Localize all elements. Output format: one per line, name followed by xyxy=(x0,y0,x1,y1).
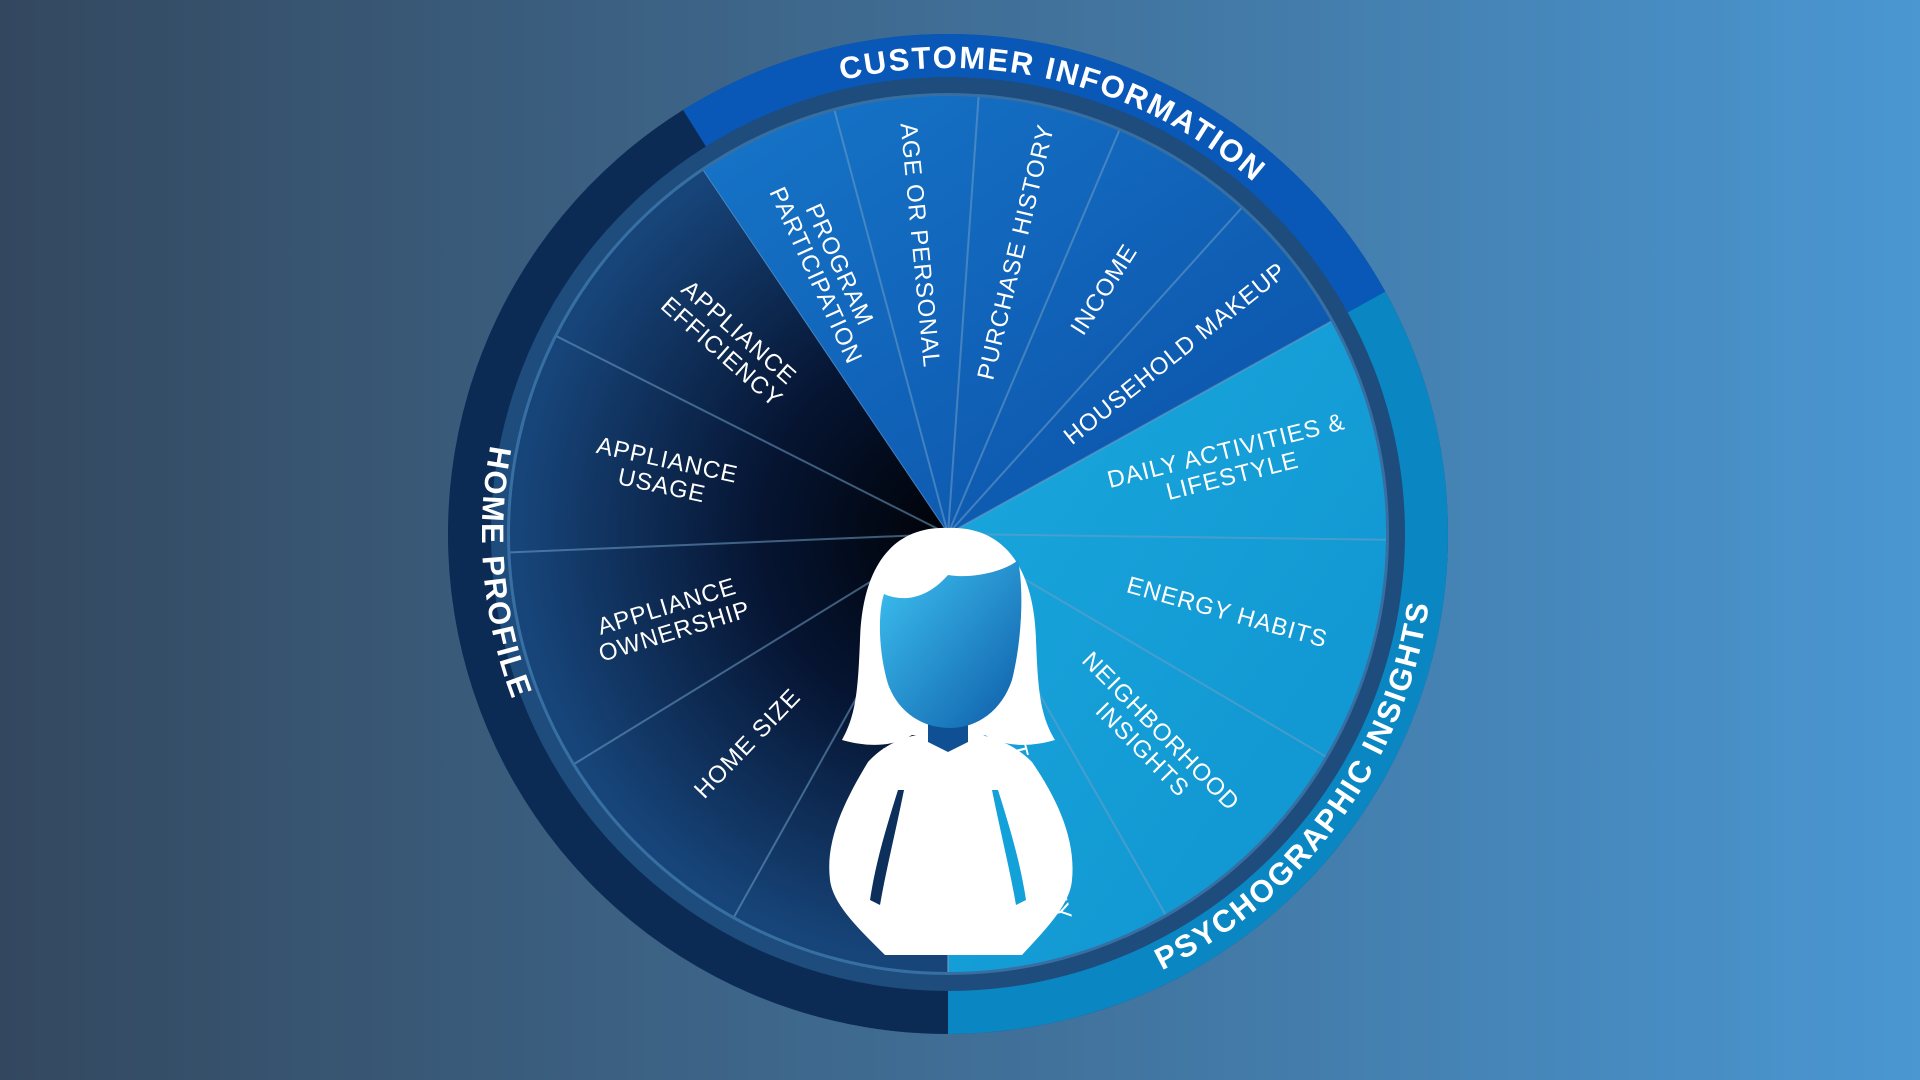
person-face xyxy=(879,560,1022,728)
psychographic-insights-divider xyxy=(947,320,1332,535)
customer-information-divider xyxy=(947,207,1242,535)
person-silhouette-icon xyxy=(829,527,1073,955)
customer-information-divider xyxy=(833,110,949,535)
home-profile-divider xyxy=(510,533,949,554)
person-body xyxy=(829,732,1073,955)
customer-information-divider xyxy=(947,96,980,535)
home-profile-divider xyxy=(556,335,949,535)
home-profile-sector xyxy=(510,170,948,973)
home-profile-ring xyxy=(447,109,948,1034)
person-left-arm-gap xyxy=(870,790,904,905)
customer-information-ring xyxy=(683,33,1386,313)
person-right-arm-gap xyxy=(992,790,1026,905)
customer-information-divider xyxy=(947,130,1121,535)
psychographic-insights-ring xyxy=(948,291,1448,1034)
inner-separator-ring xyxy=(507,93,1389,975)
psychographic-insights-divider xyxy=(947,533,1386,541)
